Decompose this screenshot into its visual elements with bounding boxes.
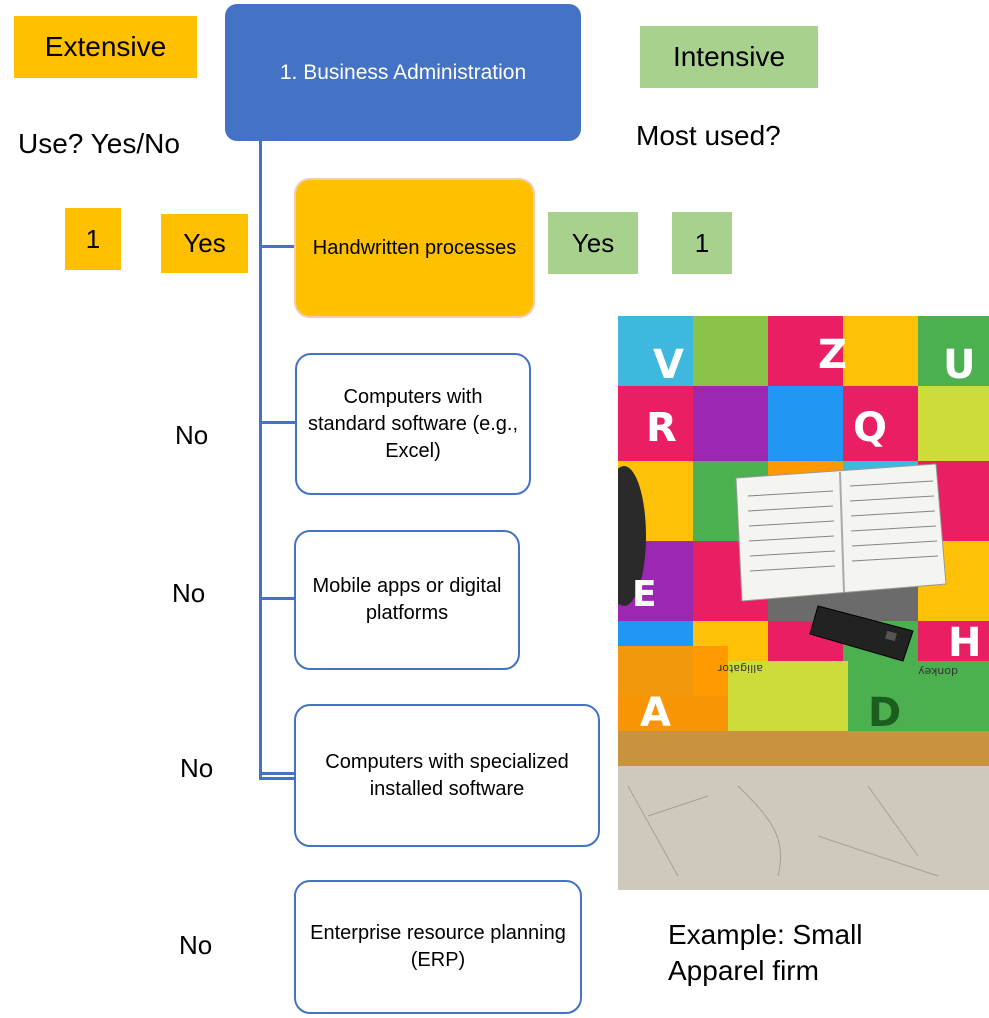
mobile-phone <box>809 605 914 662</box>
mat-letter-z: Z <box>818 332 847 378</box>
floor-marks <box>627 785 939 877</box>
mat-letter-r: R <box>646 405 677 451</box>
mat-word-donkey: donkey <box>918 665 958 678</box>
mat-letter-e: E <box>632 574 657 615</box>
use-value-row-5: No <box>179 930 213 960</box>
most-used-question-label: Most used? <box>636 120 781 151</box>
tree-trunk-line <box>259 141 262 779</box>
mat-letter-v: V <box>653 342 684 388</box>
connector-row-5 <box>259 777 295 780</box>
node-mobile-apps: Mobile apps or digital platforms <box>294 530 520 670</box>
mat-letters: Z V U Q R E H A D <box>632 332 981 736</box>
table-edge <box>618 731 989 766</box>
node-computers-standard-software: Computers with standard software (e.g., … <box>295 353 531 495</box>
mat-letter-u: U <box>943 342 975 388</box>
connector-row-4 <box>259 772 295 775</box>
connector-row-2 <box>259 421 295 424</box>
node-erp: Enterprise resource planning (ERP) <box>294 880 582 1014</box>
person-shadow <box>618 466 646 606</box>
root-node-business-administration: 1. Business Administration <box>225 4 581 141</box>
extensive-score-row-1: 1 <box>65 208 121 270</box>
mat-letter-h: H <box>948 620 981 666</box>
mat-words: alligator donkey <box>717 662 958 678</box>
use-value-row-1: Yes <box>161 214 248 273</box>
connector-row-1 <box>259 245 295 248</box>
connector-row-3 <box>259 597 295 600</box>
play-mat-illustration: Z V U Q R E H A D alligator donkey <box>618 316 989 890</box>
node-specialized-software: Computers with specialized installed sof… <box>294 704 600 847</box>
floor <box>618 766 989 890</box>
node-handwritten-processes: Handwritten processes <box>294 178 535 318</box>
notebook <box>735 463 947 602</box>
intensive-label: Intensive <box>640 26 818 88</box>
mat-letter-a: A <box>640 690 671 736</box>
use-question-label: Use? Yes/No <box>18 128 180 159</box>
example-firm-photo: Z V U Q R E H A D alligator donkey <box>618 316 989 890</box>
use-value-row-4: No <box>180 753 214 783</box>
intensive-score-row-1: 1 <box>672 212 732 274</box>
mat-letter-d: D <box>868 690 901 736</box>
use-value-row-2: No <box>175 420 209 450</box>
mat-letter-q: Q <box>853 405 887 451</box>
most-used-value-row-1: Yes <box>548 212 638 274</box>
photo-caption: Example: Small Apparel firm <box>668 919 863 987</box>
mat-word-alligator: alligator <box>717 662 763 675</box>
extensive-label: Extensive <box>14 16 197 78</box>
use-value-row-3: No <box>172 578 206 608</box>
